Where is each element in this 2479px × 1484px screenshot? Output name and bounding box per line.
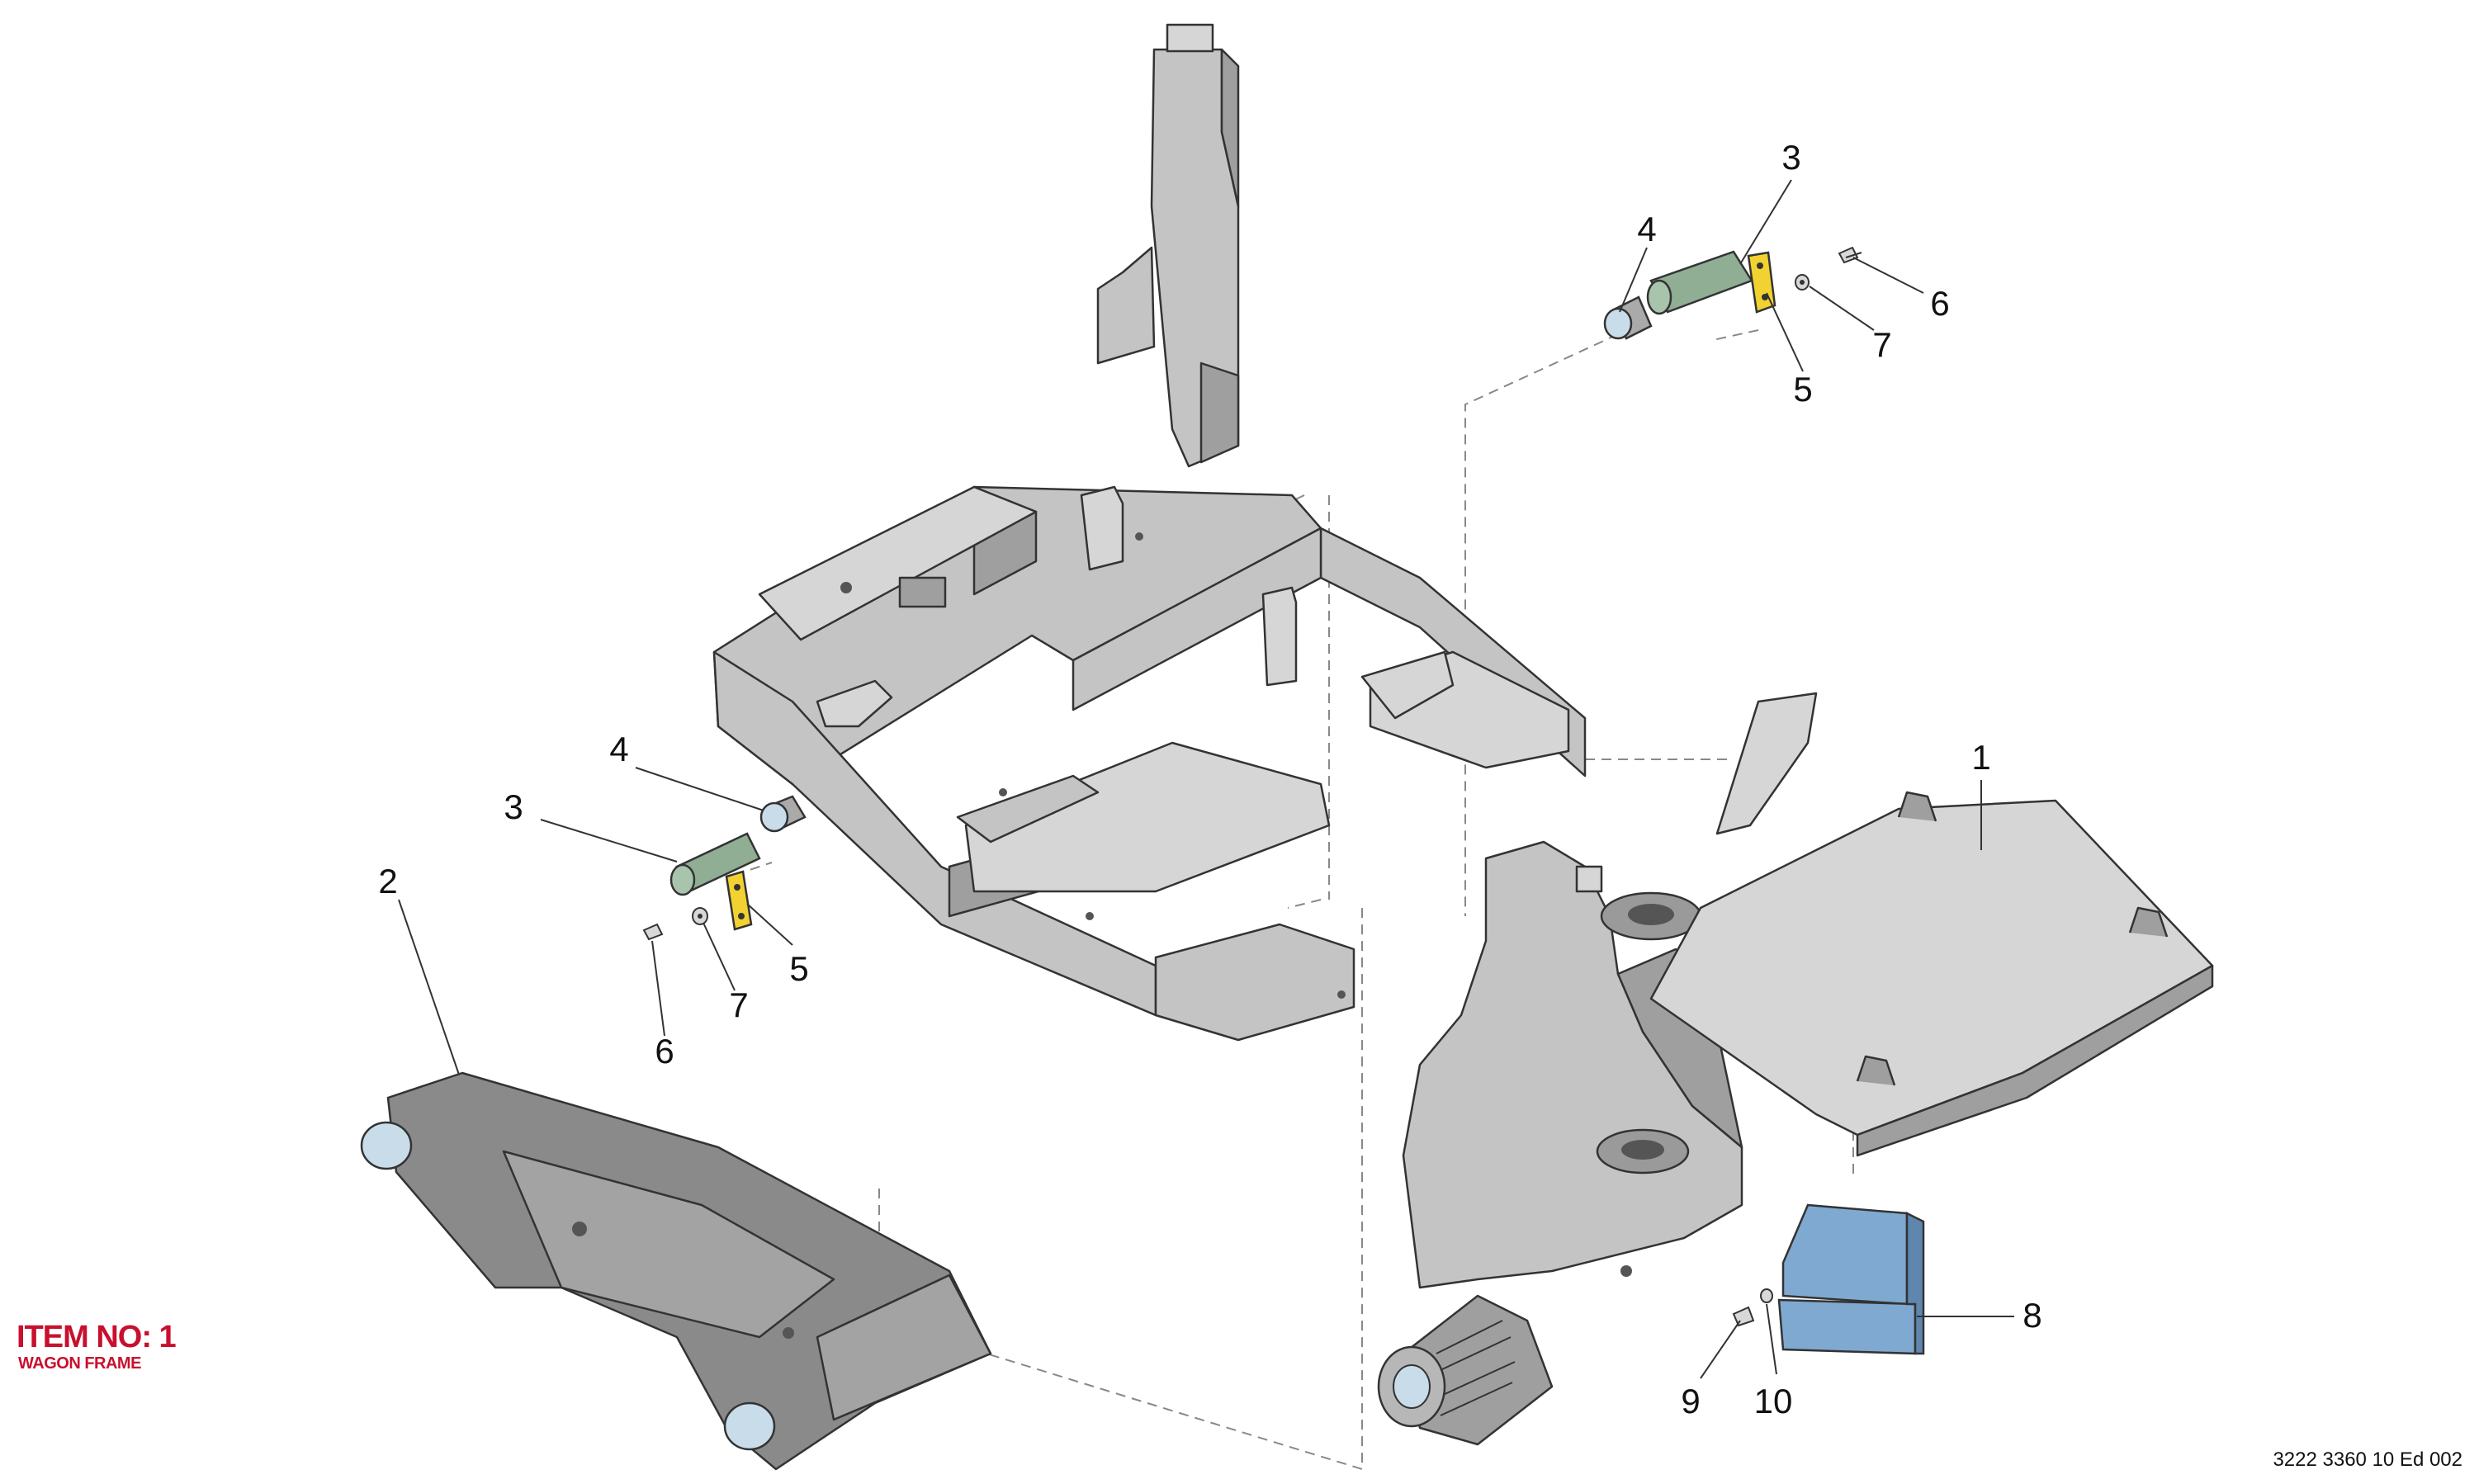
bushing-left [759, 795, 807, 833]
callout-c2: 2 [378, 862, 397, 900]
callout-c10: 10 [1754, 1382, 1793, 1420]
callout-c9: 9 [1681, 1382, 1700, 1420]
wagon-frame [712, 23, 2214, 1446]
callout-c6-left: 6 [655, 1032, 674, 1070]
hardware-top-group [1603, 246, 1862, 340]
bolt-top [1838, 246, 1862, 264]
bolt-left [642, 923, 664, 941]
callout-c4-top: 4 [1637, 210, 1656, 248]
callout-c5-left: 5 [789, 949, 808, 988]
callout-c3-top: 3 [1781, 138, 1800, 177]
callout-c7-left: 7 [729, 985, 748, 1024]
callout-c4-left: 4 [609, 730, 628, 768]
washer-guard [1760, 1288, 1773, 1303]
callout-c8: 8 [2022, 1296, 2041, 1335]
callout-c7-top: 7 [1872, 325, 1891, 364]
washer-left [692, 907, 708, 925]
pin-left [669, 832, 761, 896]
bolt-guard [1732, 1306, 1755, 1327]
item-name-subtitle: WAGON FRAME [18, 1354, 141, 1373]
pivot-cylinder [1377, 1294, 1554, 1446]
lock-plate-left [725, 870, 753, 931]
callout-c3-left: 3 [504, 787, 523, 826]
callout-c6-top: 6 [1930, 284, 1949, 323]
swing-arm [360, 1071, 992, 1471]
guard-cover [1777, 1203, 1925, 1355]
callout-c1: 1 [1971, 738, 1990, 777]
item-number-title: ITEM NO: 1 [17, 1320, 177, 1354]
document-code: 3222 3360 10 Ed 002 [2273, 1449, 2462, 1471]
hardware-guard-group [1732, 1203, 1925, 1355]
washer-top [1795, 274, 1810, 291]
pin-top [1646, 250, 1753, 315]
bushing-top [1603, 295, 1653, 340]
hardware-left-group [642, 795, 807, 941]
callout-c5-top: 5 [1793, 370, 1812, 409]
leader-lines [398, 179, 2014, 1379]
